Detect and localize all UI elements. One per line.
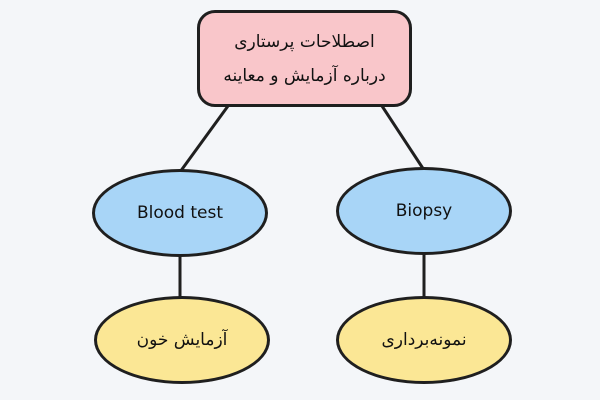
root-title-line1: اصطلاحات پرستاری — [234, 31, 375, 52]
connector-root-biopsy — [380, 105, 426, 171]
node-blood-test-fa: آزمایش خون — [94, 296, 270, 384]
node-label: Biopsy — [395, 201, 453, 221]
root-title-line2: درباره آزمایش و معاینه — [223, 65, 386, 86]
node-label: Blood test — [136, 203, 224, 223]
connector-root-blood-test — [178, 105, 230, 173]
node-biopsy: Biopsy — [336, 167, 512, 255]
node-biopsy-fa: نمونه‌برداری — [336, 296, 512, 384]
node-label: نمونه‌برداری — [381, 330, 467, 350]
root-node: اصطلاحات پرستاری درباره آزمایش و معاینه — [197, 10, 412, 107]
node-blood-test: Blood test — [92, 169, 268, 257]
node-label: آزمایش خون — [136, 330, 228, 350]
